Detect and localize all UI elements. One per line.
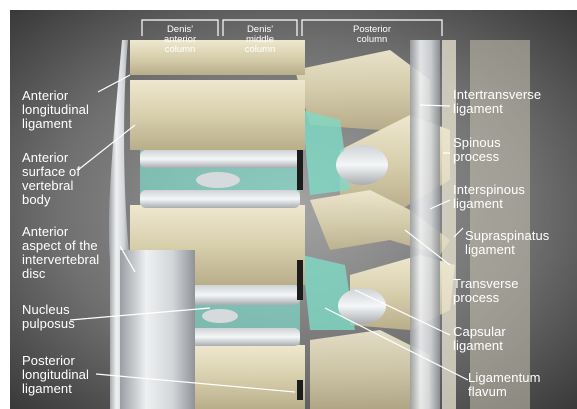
label-capsular-ligament: Capsular ligament <box>453 325 506 353</box>
capsular-ligament-upper <box>336 145 388 185</box>
anterior-disc-fibers <box>120 250 195 409</box>
label-supraspinatus-ligament: Supraspinatus ligament <box>465 229 549 257</box>
header-anterior-column: Denis' anterior column <box>142 25 218 55</box>
label-spinous-process: Spinous process <box>453 136 501 164</box>
label-posterior-longitudinal-ligament: Posterior longitudinal ligament <box>22 354 89 396</box>
label-interspinous-ligament: Interspinous ligament <box>453 183 525 211</box>
spine-ligament-figure: Denis' anterior column Denis' middle col… <box>10 10 577 409</box>
label-anterior-longitudinal-ligament: Anterior longitudinal ligament <box>22 89 89 131</box>
label-anterior-aspect-intervertebral-disc: Anterior aspect of the intervertebral di… <box>22 225 99 281</box>
posterior-longitudinal-ligament-shape <box>297 150 303 190</box>
label-transverse-process: Transverse process <box>453 277 519 305</box>
label-anterior-surface-vertebral-body: Anterior surface of vertebral body <box>22 151 80 207</box>
header-posterior-column: Posterior column <box>302 25 442 45</box>
label-nucleus-pulposus: Nucleus pulposus <box>22 303 75 331</box>
label-intertransverse-ligament: Intertransverse ligament <box>453 88 541 116</box>
label-ligamentum-flavum: Ligamentum flavum <box>468 371 541 399</box>
header-middle-column: Denis' middle column <box>223 25 297 55</box>
